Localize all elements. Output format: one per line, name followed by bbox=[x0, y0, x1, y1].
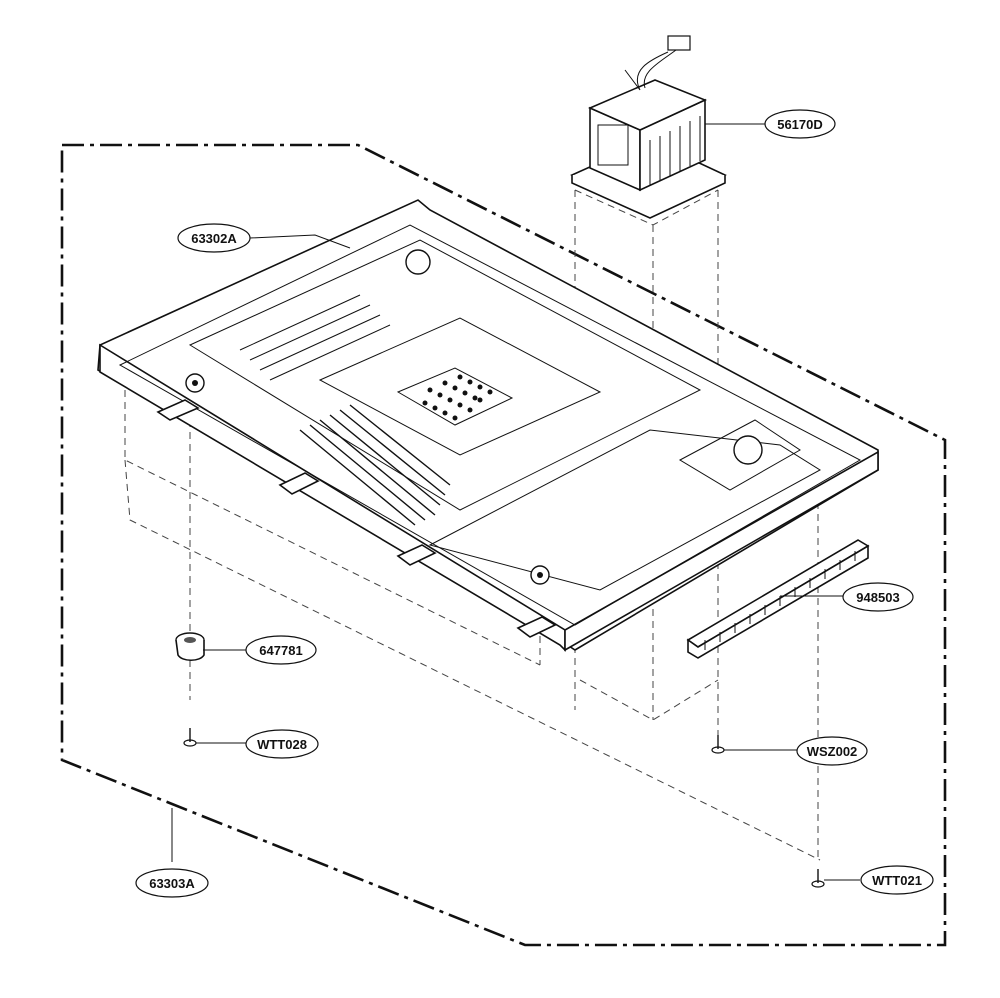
callout-948503[interactable]: 948503 bbox=[842, 582, 914, 612]
callout-WTT021[interactable]: WTT021 bbox=[860, 865, 934, 895]
base-plate-part[interactable] bbox=[97, 199, 879, 652]
base-assembly-phantom-outline bbox=[60, 143, 947, 947]
callout-56170D[interactable]: 56170D bbox=[764, 109, 836, 139]
callout-647781[interactable]: 647781 bbox=[245, 635, 317, 665]
screw-wtt021[interactable] bbox=[811, 869, 825, 888]
callout-label: 647781 bbox=[259, 643, 302, 658]
callout-WTT028[interactable]: WTT028 bbox=[245, 729, 319, 759]
vent-slots bbox=[239, 294, 451, 526]
leader-lines bbox=[171, 123, 860, 881]
callout-63303A[interactable]: 63303A bbox=[135, 868, 209, 898]
foot-part[interactable] bbox=[175, 632, 205, 662]
transformer-part[interactable] bbox=[570, 35, 727, 219]
perforation-grid bbox=[422, 374, 493, 421]
screw-wtt028[interactable] bbox=[183, 728, 197, 747]
screw-wsz002[interactable] bbox=[711, 735, 725, 754]
callout-WSZ002[interactable]: WSZ002 bbox=[796, 736, 868, 766]
callout-label: WSZ002 bbox=[807, 744, 858, 759]
callout-label: 56170D bbox=[777, 117, 823, 132]
choke-strip-part[interactable] bbox=[686, 539, 870, 659]
callout-63302A[interactable]: 63302A bbox=[177, 223, 251, 253]
callout-label: 948503 bbox=[856, 590, 899, 605]
callout-label: WTT021 bbox=[872, 873, 922, 888]
callout-label: 63302A bbox=[191, 231, 237, 246]
callout-label: WTT028 bbox=[257, 737, 307, 752]
callout-label: 63303A bbox=[149, 876, 195, 891]
